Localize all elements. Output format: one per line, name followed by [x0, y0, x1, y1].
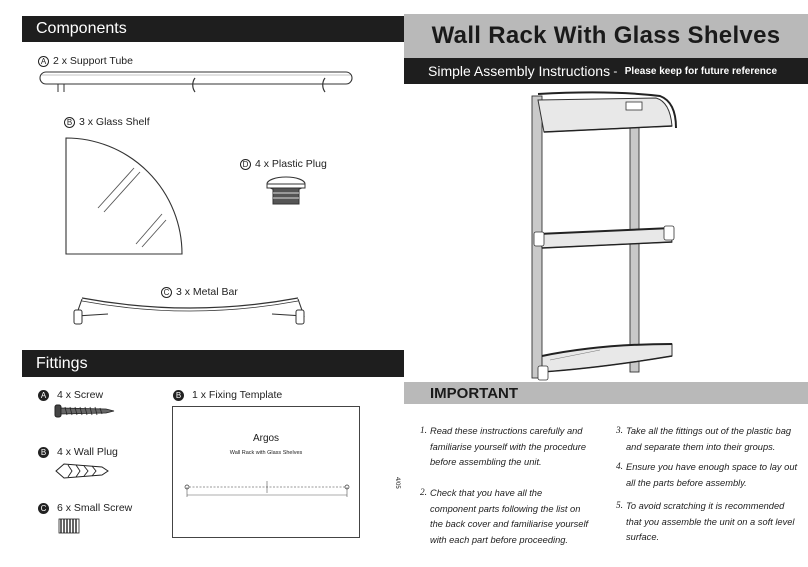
- small-screw-illustration: [58, 518, 80, 534]
- fitting-a-text: 4 x Screw: [57, 389, 104, 401]
- fitting-b-label: B 4 x Wall Plug: [38, 446, 118, 458]
- important-title: IMPORTANT: [430, 384, 519, 402]
- subtitle-separator: -: [610, 64, 621, 78]
- main-title-bar: Wall Rack With Glass Shelves: [404, 14, 808, 58]
- letter-d-circle: D: [240, 158, 251, 170]
- components-header: Components: [22, 16, 404, 42]
- metal-bar-illustration: [73, 297, 305, 325]
- template-brand: Argos: [252, 433, 280, 444]
- fittings-header: Fittings: [22, 350, 404, 377]
- plastic-plug-illustration: [266, 176, 306, 205]
- fitting-c-label: C 6 x Small Screw: [38, 502, 132, 514]
- fitting-template-text: 1 x Fixing Template: [192, 389, 283, 401]
- fitting-a-label: A 4 x Screw: [38, 389, 103, 401]
- instruction-4-number: 4.: [616, 462, 623, 472]
- instruction-1-text: Read these instructions carefully and fa…: [430, 426, 587, 467]
- template-dimension-line: [184, 481, 350, 497]
- fitting-c-text: 6 x Small Screw: [57, 502, 133, 514]
- component-d-text: 4 x Plastic Plug: [255, 158, 327, 170]
- instruction-3-number: 3.: [616, 426, 623, 436]
- letter-a-circle: A: [38, 55, 49, 67]
- instruction-3: 3. Take all the fittings out of the plas…: [616, 424, 798, 455]
- instruction-1-number: 1.: [420, 426, 427, 436]
- fitting-letter-a-circle: A: [38, 389, 49, 401]
- subtitle-note: Please keep for future reference: [624, 65, 778, 77]
- document-code: 4/05: [394, 477, 400, 489]
- instruction-2: 2. Check that you have all the component…: [420, 486, 590, 548]
- assembled-rack-illustration: [531, 91, 677, 381]
- letter-b-circle: B: [64, 116, 75, 128]
- instruction-5-number: 5.: [616, 501, 623, 511]
- instruction-3-text: Take all the fittings out of the plastic…: [626, 426, 792, 452]
- fitting-letter-c-circle: C: [38, 502, 49, 514]
- instruction-2-number: 2.: [420, 488, 427, 498]
- instruction-1: 1. Read these instructions carefully and…: [420, 424, 590, 471]
- important-header: IMPORTANT: [404, 382, 808, 404]
- fixing-template-illustration: Argos Wall Rack with Glass Shelves: [172, 406, 360, 538]
- fitting-b-text: 4 x Wall Plug: [57, 446, 118, 458]
- component-a-text: 2 x Support Tube: [53, 55, 133, 67]
- subtitle-bar: Simple Assembly Instructions - Please ke…: [404, 58, 808, 84]
- main-title: Wall Rack With Glass Shelves: [431, 22, 781, 49]
- component-a-label: A 2 x Support Tube: [38, 55, 133, 67]
- template-product-name: Wall Rack with Glass Shelves: [229, 450, 303, 456]
- instruction-5: 5. To avoid scratching it is recommended…: [616, 499, 798, 546]
- component-c-text: 3 x Metal Bar: [176, 286, 238, 298]
- fitting-letter-b-circle: B: [38, 446, 49, 458]
- instruction-4-text: Ensure you have enough space to lay out …: [626, 462, 798, 488]
- instruction-5-text: To avoid scratching it is recommended th…: [626, 501, 795, 542]
- component-d-label: D 4 x Plastic Plug: [240, 158, 327, 170]
- support-tube-illustration: [39, 71, 353, 93]
- instruction-4: 4. Ensure you have enough space to lay o…: [616, 460, 798, 491]
- component-b-label: B 3 x Glass Shelf: [64, 116, 150, 128]
- instruction-2-text: Check that you have all the component pa…: [430, 488, 589, 545]
- subtitle: Simple Assembly Instructions: [428, 63, 611, 79]
- glass-shelf-illustration: [65, 137, 183, 255]
- fitting-template-label: B 1 x Fixing Template: [173, 389, 282, 401]
- component-b-text: 3 x Glass Shelf: [79, 116, 150, 128]
- screw-illustration: [54, 404, 115, 418]
- component-c-label: C 3 x Metal Bar: [161, 286, 238, 298]
- components-title: Components: [36, 20, 127, 37]
- letter-c-circle: C: [161, 286, 172, 298]
- fittings-title: Fittings: [36, 354, 88, 372]
- wall-plug-illustration: [55, 463, 109, 479]
- fitting-letter-template-circle: B: [173, 389, 184, 401]
